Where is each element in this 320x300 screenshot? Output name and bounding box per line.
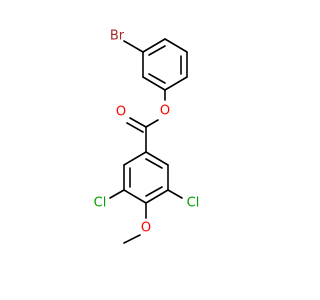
dichloromethoxyphenyl-ring <box>123 151 169 204</box>
o-ch3-bond <box>123 234 141 244</box>
carbonyl-oxygen-atom: O <box>116 105 126 120</box>
bond <box>145 189 169 204</box>
bond <box>123 151 147 166</box>
bond <box>142 38 166 53</box>
bond <box>142 76 166 91</box>
methoxy-oxygen-atom: O <box>141 221 151 236</box>
molecule-structure: Br O O Cl Cl O <box>94 29 200 244</box>
carbonyl-bond <box>129 117 147 128</box>
chlorine-atom-right: Cl <box>187 196 200 211</box>
o-c-bond <box>145 119 159 128</box>
molecule-canvas: Br O O Cl Cl O <box>93 28 200 244</box>
chlorine-atom-left: Cl <box>94 196 107 211</box>
bond <box>164 76 188 91</box>
aromatic-bond <box>148 45 166 56</box>
bond <box>123 189 147 204</box>
c-br-bond <box>123 40 144 53</box>
bromophenyl-ring <box>142 38 188 91</box>
aromatic-bond <box>148 73 166 84</box>
aromatic-bond <box>145 158 163 169</box>
bromine-atom: Br <box>110 29 125 44</box>
aromatic-bond <box>145 186 163 197</box>
c-cl-bond <box>167 189 183 199</box>
ester-oxygen-atom: O <box>160 104 170 119</box>
c-cl-bond <box>109 189 125 199</box>
bond <box>145 151 169 166</box>
bond <box>164 38 188 53</box>
carbonyl-bond <box>126 122 144 133</box>
